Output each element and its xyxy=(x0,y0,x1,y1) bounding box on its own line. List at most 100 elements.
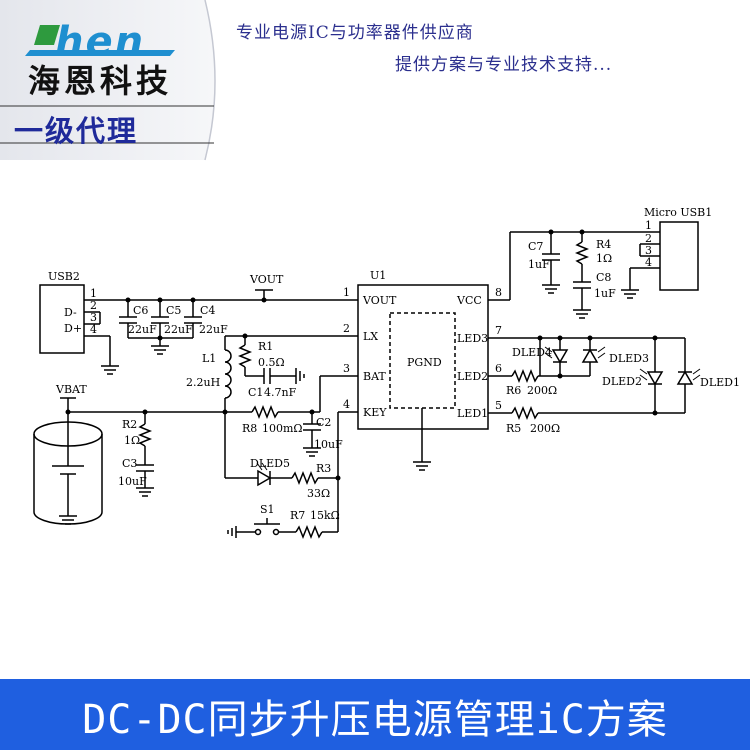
resistor-r8 xyxy=(251,404,279,420)
c6-value: 22uF xyxy=(128,323,157,336)
led-dled2 xyxy=(646,371,664,386)
chip-pin-7-num: 7 xyxy=(495,324,502,337)
chip-pin-6-num: 6 xyxy=(495,362,502,375)
r2-ref: R2 xyxy=(122,418,137,431)
led-dled1 xyxy=(676,370,694,385)
capacitor-c5 xyxy=(151,300,169,338)
resistor-r3 xyxy=(291,470,319,486)
dled5-ref: DLED5 xyxy=(250,457,290,470)
header-background: hen xyxy=(0,0,216,161)
micro-usb-connector xyxy=(659,221,699,291)
r6-ref: R6 xyxy=(506,384,521,397)
chip-pin-2-num: 2 xyxy=(343,322,350,335)
logo-en: hen xyxy=(55,19,145,65)
chip-body xyxy=(357,284,489,430)
r3-ref: R3 xyxy=(316,462,331,475)
schematic-diagram: U1 PGND 1 VOUT 2 LX 3 BAT 4 KEY 8 VCC 7 … xyxy=(33,206,740,540)
chip-pin-3-num: 3 xyxy=(343,362,350,375)
logo-cn: 海恩科技 xyxy=(28,62,173,100)
usb2-label-dminus: D- xyxy=(64,306,77,319)
resistor-r1 xyxy=(237,344,253,368)
tagline-2: 提供方案与专业技术支持... xyxy=(395,55,613,75)
resistor-r5 xyxy=(511,405,539,421)
c7-ref: C7 xyxy=(528,240,543,253)
r1-value: 0.5Ω xyxy=(258,356,285,369)
r4-value: 1Ω xyxy=(596,252,612,265)
net-vout: VOUT xyxy=(249,273,284,286)
r8-ref: R8 xyxy=(242,422,257,435)
inductor-l1 xyxy=(224,349,232,399)
agent-label: 一级代理 xyxy=(14,114,139,148)
c8-ref: C8 xyxy=(596,271,611,284)
chip-pin-7-name: LED3 xyxy=(457,332,488,345)
r3-value: 33Ω xyxy=(307,487,330,500)
capacitor-c4 xyxy=(184,300,202,338)
led-dled5 xyxy=(257,469,272,487)
r7-value: 15kΩ xyxy=(310,509,340,522)
c3-value: 10uF xyxy=(118,475,147,488)
usb2-label-dplus: D+ xyxy=(64,322,82,335)
resistor-r7 xyxy=(295,524,323,540)
header-panel: hen 海恩科技 一级代理 专业电源IC与功率器件供应商 提供方案与专业技术支持… xyxy=(0,0,750,165)
micro-usb-pin-1: 1 xyxy=(645,219,652,232)
led-dled4 xyxy=(551,349,569,364)
net-vbat: VBAT xyxy=(55,383,87,396)
c8-value: 1uF xyxy=(594,287,616,300)
r2-value: 1Ω xyxy=(124,434,140,447)
c4-value: 22uF xyxy=(199,323,228,336)
usb2-connector xyxy=(39,284,85,354)
footer-banner: DC-DC同步升压电源管理iC方案 xyxy=(0,679,750,750)
footer-title: DC-DC同步升压电源管理iC方案 xyxy=(82,697,668,743)
chip-pin-6-name: LED2 xyxy=(457,370,488,383)
usb2-pin-1: 1 xyxy=(90,287,97,300)
dled2-ref: DLED2 xyxy=(602,375,642,388)
c7-value: 1uF xyxy=(528,258,550,271)
c4-ref: C4 xyxy=(200,304,215,317)
r8-value: 100mΩ xyxy=(262,422,303,435)
c1-value: 4.7nF xyxy=(264,386,297,399)
battery-symbol xyxy=(33,421,103,525)
chip-pin-8-num: 8 xyxy=(495,286,502,299)
chip-pin-8-name: VCC xyxy=(456,294,482,307)
logo-mark: hen xyxy=(25,19,175,65)
chip-pin-4-num: 4 xyxy=(343,398,350,411)
chip-ref: U1 xyxy=(370,269,386,282)
usb2-ref: USB2 xyxy=(48,270,80,283)
dled1-ref: DLED1 xyxy=(700,376,740,389)
chip-center-label: PGND xyxy=(407,356,442,369)
c2-ref: C2 xyxy=(316,416,331,429)
chip-pin-5-num: 5 xyxy=(495,399,502,412)
resistor-r4 xyxy=(574,241,590,265)
r1-ref: R1 xyxy=(258,340,273,353)
micro-usb-pin-3: 3 xyxy=(645,244,652,257)
chip-pin-1-num: 1 xyxy=(343,286,350,299)
r5-value: 200Ω xyxy=(530,422,560,435)
c2-value: 10uF xyxy=(314,438,343,451)
c6-ref: C6 xyxy=(133,304,148,317)
resistor-r6 xyxy=(511,368,539,384)
r4-ref: R4 xyxy=(596,238,611,251)
c5-ref: C5 xyxy=(166,304,181,317)
s1-ref: S1 xyxy=(260,503,275,516)
c5-value: 22uF xyxy=(164,323,193,336)
micro-usb-pin-2: 2 xyxy=(645,232,652,245)
usb2-pin-2: 2 xyxy=(90,299,97,312)
chip-pin-5-name: LED1 xyxy=(457,407,488,420)
c3-ref: C3 xyxy=(122,457,137,470)
usb2-pin-3: 3 xyxy=(90,311,97,324)
usb2-pin-4: 4 xyxy=(90,323,97,336)
dled3-ref: DLED3 xyxy=(609,352,649,365)
tagline-1: 专业电源IC与功率器件供应商 xyxy=(236,23,474,43)
l1-ref: L1 xyxy=(202,352,216,365)
chip-pin-3-name: BAT xyxy=(363,370,386,383)
resistor-r2 xyxy=(137,423,153,447)
chip-pin-1-name: VOUT xyxy=(362,294,397,307)
led-dled3 xyxy=(581,348,599,363)
r7-ref: R7 xyxy=(290,509,305,522)
chip-pin-2-name: LX xyxy=(363,330,378,343)
micro-usb-ref: Micro USB1 xyxy=(644,206,712,219)
dled4-ref: DLED4 xyxy=(512,346,552,359)
capacitor-c6 xyxy=(119,300,137,338)
micro-usb-pin-4: 4 xyxy=(645,256,652,269)
chip-pin-4-name: KEY xyxy=(363,406,387,419)
